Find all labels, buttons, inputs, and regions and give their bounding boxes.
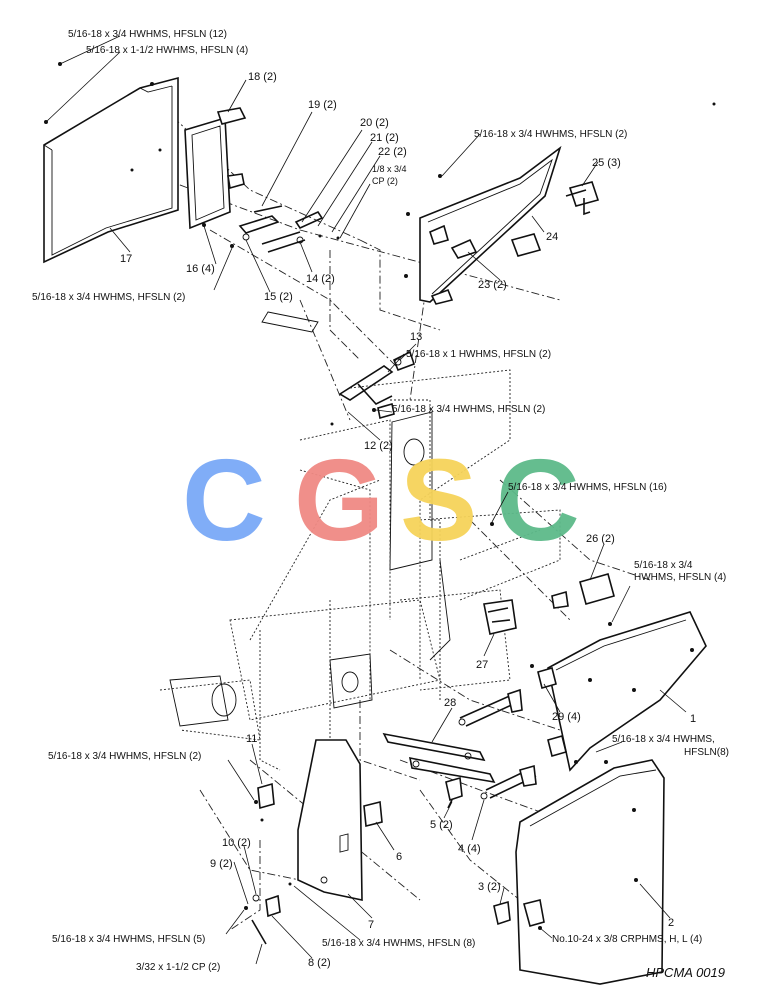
- part-25-hooks: [510, 181, 600, 257]
- label-part-20: 20 (2): [360, 117, 389, 129]
- label-part-6: 6: [396, 851, 402, 863]
- label-cp-1-8-line1: 1/8 x 3/4: [372, 164, 407, 174]
- label-part-8: 8 (2): [308, 957, 331, 969]
- label-cp-1-8-line2: CP (2): [372, 176, 398, 186]
- label-part-22: 22 (2): [378, 146, 407, 158]
- parts-8-11-small: [244, 782, 292, 945]
- watermark-letter-s: S: [400, 435, 477, 565]
- label-part-17: 17: [120, 253, 132, 265]
- leader-lines: [45, 35, 687, 965]
- part-26-hook: [551, 573, 615, 609]
- label-part-9: 9 (2): [210, 858, 233, 870]
- label-part-12: 12 (2): [364, 440, 393, 452]
- label-part-26: 26 (2): [586, 533, 615, 545]
- label-part-29: 29 (4): [552, 711, 581, 723]
- callout-labels: 5/16-18 x 3/4 HWHMS, HFSLN (12) 5/16-18 …: [32, 29, 729, 980]
- label-crphms: No.10-24 x 3/8 CRPHMS, H, L (4): [552, 934, 702, 945]
- parts-19-22-rods: [238, 205, 340, 253]
- part-16-mounting-plate: [184, 107, 247, 248]
- label-hw-top-12: 5/16-18 x 3/4 HWHMS, HFSLN (12): [68, 29, 227, 40]
- part-28-link: [382, 688, 537, 800]
- part-2-lower-panel: [515, 759, 665, 985]
- part-17-left-panel: [43, 76, 179, 264]
- label-part-13: 13: [410, 331, 422, 343]
- label-hw-mid-8: 5/16-18 x 3/4 HWHMS, HFSLN (8): [322, 938, 475, 949]
- shim-strip: [261, 311, 319, 333]
- label-hw-right-top: 5/16-18 x 3/4 HWHMS, HFSLN (2): [474, 129, 627, 140]
- label-hw-mid-2: 5/16-18 x 3/4 HWHMS, HFSLN (2): [392, 404, 545, 415]
- label-hw-r4-line1: 5/16-18 x 3/4: [634, 560, 693, 571]
- label-part-21: 21 (2): [370, 132, 399, 144]
- label-hw-r8-line1: 5/16-18 x 3/4 HWHMS,: [612, 734, 715, 745]
- part-3-fitting: [493, 900, 511, 926]
- watermark-letter-c1: C: [182, 435, 266, 565]
- label-part-23: 23 (2): [478, 279, 507, 291]
- label-hw-top-4: 5/16-18 x 1-1/2 HWHMS, HFSLN (4): [86, 45, 248, 56]
- label-part-15: 15 (2): [264, 291, 293, 303]
- watermark-letter-c2: C: [496, 435, 580, 565]
- label-part-3: 3 (2): [478, 881, 501, 893]
- label-part-18: 18 (2): [248, 71, 277, 83]
- label-part-1: 1: [690, 713, 696, 725]
- part-7-left-panel: [297, 739, 383, 901]
- part-5-bracket: [445, 776, 463, 809]
- watermark: C G S C: [182, 435, 580, 565]
- label-cp-3-32: 3/32 x 1-1/2 CP (2): [136, 962, 220, 973]
- hardware-bolts: [44, 62, 716, 626]
- label-hw-r4-line2: HWHMS, HFSLN (4): [634, 572, 726, 583]
- label-part-27: 27: [476, 659, 488, 671]
- label-hw-left-low: 5/16-18 x 3/4 HWHMS, HFSLN (2): [48, 751, 201, 762]
- label-hw-left-mid: 5/16-18 x 3/4 HWHMS, HFSLN (2): [32, 292, 185, 303]
- label-part-5: 5 (2): [430, 819, 453, 831]
- label-part-16: 16 (4): [186, 263, 215, 275]
- label-part-25: 25 (3): [592, 157, 621, 169]
- label-part-24: 24: [546, 231, 558, 243]
- label-part-19: 19 (2): [308, 99, 337, 111]
- label-part-28: 28: [444, 697, 456, 709]
- label-part-7: 7: [368, 919, 374, 931]
- label-part-14: 14 (2): [306, 273, 335, 285]
- label-hw-16: 5/16-18 x 3/4 HWHMS, HFSLN (16): [508, 482, 667, 493]
- label-part-11: 11: [246, 733, 257, 745]
- label-part-4: 4 (4): [458, 843, 481, 855]
- label-hw-left-5: 5/16-18 x 3/4 HWHMS, HFSLN (5): [52, 934, 205, 945]
- part-1-right-panel: [530, 611, 707, 772]
- label-part-10: 10 (2): [222, 837, 251, 849]
- drawing-code: HPCMA 0019: [646, 965, 725, 980]
- label-hw-1in: 5/16-18 x 1 HWHMS, HFSLN (2): [406, 349, 551, 360]
- part-27-bracket: [483, 599, 517, 635]
- part-13-latch: [338, 350, 416, 420]
- main-frame-column: [159, 369, 561, 771]
- watermark-letter-g: G: [294, 435, 384, 565]
- label-hw-r8-line2: HFSLN(8): [684, 747, 729, 758]
- label-part-2: 2: [668, 917, 674, 929]
